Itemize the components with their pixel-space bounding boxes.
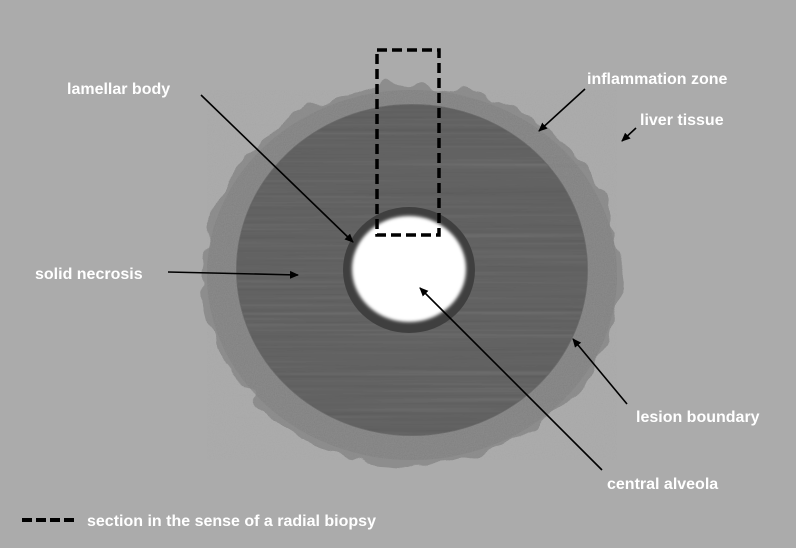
legend-biopsy-section-label: section in the sense of a radial biopsy: [87, 513, 376, 530]
label-lamellar-body: lamellar body: [67, 81, 170, 98]
arrow-lesion-boundary: [572, 338, 628, 405]
label-inflammation-zone: inflammation zone: [587, 71, 728, 88]
arrow-lamellar-body: [200, 94, 354, 243]
label-liver-tissue: liver tissue: [640, 112, 724, 129]
label-central-alveola: central alveola: [607, 476, 718, 493]
label-lesion-boundary: lesion boundary: [636, 409, 760, 426]
legend: section in the sense of a radial biopsy: [22, 513, 376, 530]
arrow-solid-necrosis: [167, 270, 299, 279]
arrow-liver-tissue: [621, 127, 637, 142]
arrow-inflammation-zone: [538, 88, 586, 132]
arrow-central-alveola: [419, 287, 603, 471]
label-solid-necrosis: solid necrosis: [35, 266, 143, 283]
central-alveola-core: [356, 220, 462, 318]
biopsy-section-rectangle: [375, 48, 441, 237]
